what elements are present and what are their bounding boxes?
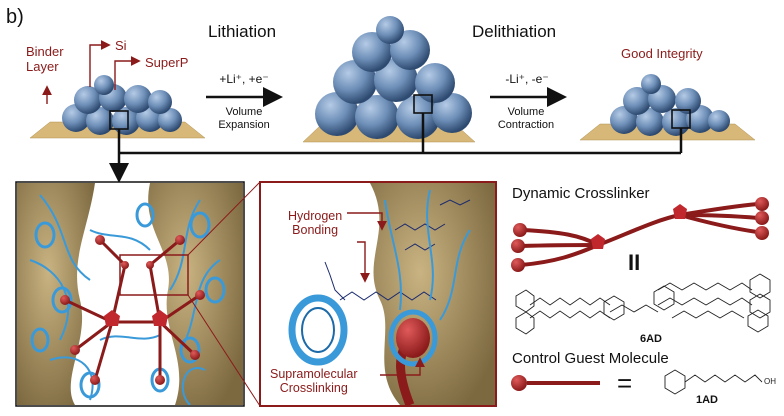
network-panel: [15, 181, 261, 407]
dynamic-crosslinker-title: Dynamic Crosslinker: [512, 185, 650, 202]
lithiation-title: Lithiation: [208, 22, 277, 41]
delithiation-arrow-bottom-label: Volume Contraction: [497, 106, 555, 131]
molecule-1ad-structure: [664, 369, 763, 395]
initial-electrode: [29, 75, 206, 139]
lithiation-arrow-bottom-label: Volume Expansion: [218, 106, 270, 131]
control-guest-graphic: [511, 375, 600, 391]
control-guest-title: Control Guest Molecule: [512, 350, 669, 367]
superp-label: SuperP: [145, 55, 189, 70]
hydrogen-bonding-label: Hydrogen Bonding: [288, 209, 343, 237]
connector-lines: [109, 113, 683, 183]
expanded-electrode: [302, 16, 476, 143]
si-label: Si: [115, 38, 127, 53]
guest-ball: [511, 375, 527, 391]
panel-label: b): [6, 6, 24, 28]
crosslinker-hub-2: [673, 204, 687, 219]
molecule-6ad-structure: [515, 273, 771, 335]
dynamic-crosslinker-graphic: [511, 197, 769, 272]
supramolecular-crosslinking-label: Supramolecular Crosslinking: [270, 367, 358, 395]
molecule-6ad-label: 6AD: [640, 333, 663, 345]
contracted-electrode: [579, 74, 756, 141]
molecule-1ad-label: 1AD: [696, 394, 719, 406]
equivalence-symbol: II: [628, 250, 641, 275]
good-integrity-label: Good Integrity: [621, 46, 703, 61]
delithiation-arrow-top-label: -Li⁺, -e⁻: [505, 72, 549, 86]
binder-layer-label: Binder Layer: [26, 44, 64, 74]
lithiation-arrow-top-label: +Li⁺, +e⁻: [219, 72, 269, 86]
top-left-leaders: [42, 40, 141, 104]
equals-sign: =: [617, 368, 633, 398]
hydroxyl-label: OH: [764, 377, 776, 386]
magnified-panel: [259, 181, 497, 407]
delithiation-title: Delithiation: [472, 22, 557, 41]
network-zoom-box: [119, 254, 189, 296]
crosslinker-hub-1: [591, 234, 605, 249]
